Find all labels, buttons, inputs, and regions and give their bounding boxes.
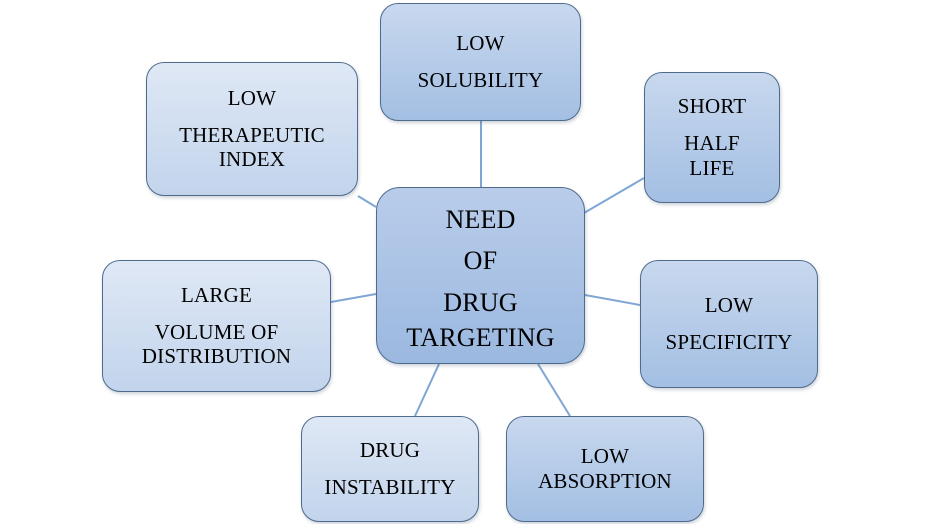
node-text: INSTABILITY <box>324 475 456 499</box>
central-node-need-of-drug-targeting: NEED OF DRUG TARGETING <box>376 187 585 364</box>
node-short-half-life: SHORT HALF LIFE <box>644 72 780 203</box>
central-text: TARGETING <box>406 322 555 352</box>
node-text: LOW <box>704 293 754 318</box>
node-text: VOLUME OF <box>154 319 279 344</box>
connector-large-volume <box>330 293 377 303</box>
node-low-therapeutic-index: LOW THERAPEUTIC INDEX <box>146 62 358 196</box>
connector-low-absorption <box>537 363 571 417</box>
central-text: DRUG <box>443 288 518 317</box>
node-text: LIFE <box>689 155 735 180</box>
central-text: OF <box>463 246 498 276</box>
node-text: DRUG <box>359 438 421 463</box>
node-large-volume-of-distribution: LARGE VOLUME OF DISTRIBUTION <box>102 260 331 392</box>
node-text: DISTRIBUTION <box>141 344 292 369</box>
node-low-specificity: LOW SPECIFICITY <box>640 260 818 388</box>
node-low-absorption: LOW ABSORPTION <box>506 416 704 522</box>
node-text: HALF <box>684 131 740 156</box>
connector-drug-instability <box>414 363 440 417</box>
connector-low-specificity <box>584 294 641 306</box>
node-text: LARGE <box>181 282 252 307</box>
node-text: INDEX <box>218 147 286 172</box>
central-text: NEED <box>445 204 516 234</box>
node-low-solubility: LOW SOLUBILITY <box>380 3 581 121</box>
connector-low-therapeutic-index <box>357 195 377 208</box>
node-text: SOLUBILITY <box>417 68 544 92</box>
node-text: THERAPEUTIC <box>179 122 325 147</box>
node-text: LOW <box>580 444 630 469</box>
node-text: ABSORPTION <box>538 469 672 493</box>
node-text: LOW <box>456 31 505 56</box>
node-text: LOW <box>227 85 277 110</box>
node-drug-instability: DRUG INSTABILITY <box>301 416 479 522</box>
node-text: SPECIFICITY <box>665 330 793 354</box>
connector-short-half-life <box>583 177 645 214</box>
node-text: SHORT <box>677 94 747 119</box>
